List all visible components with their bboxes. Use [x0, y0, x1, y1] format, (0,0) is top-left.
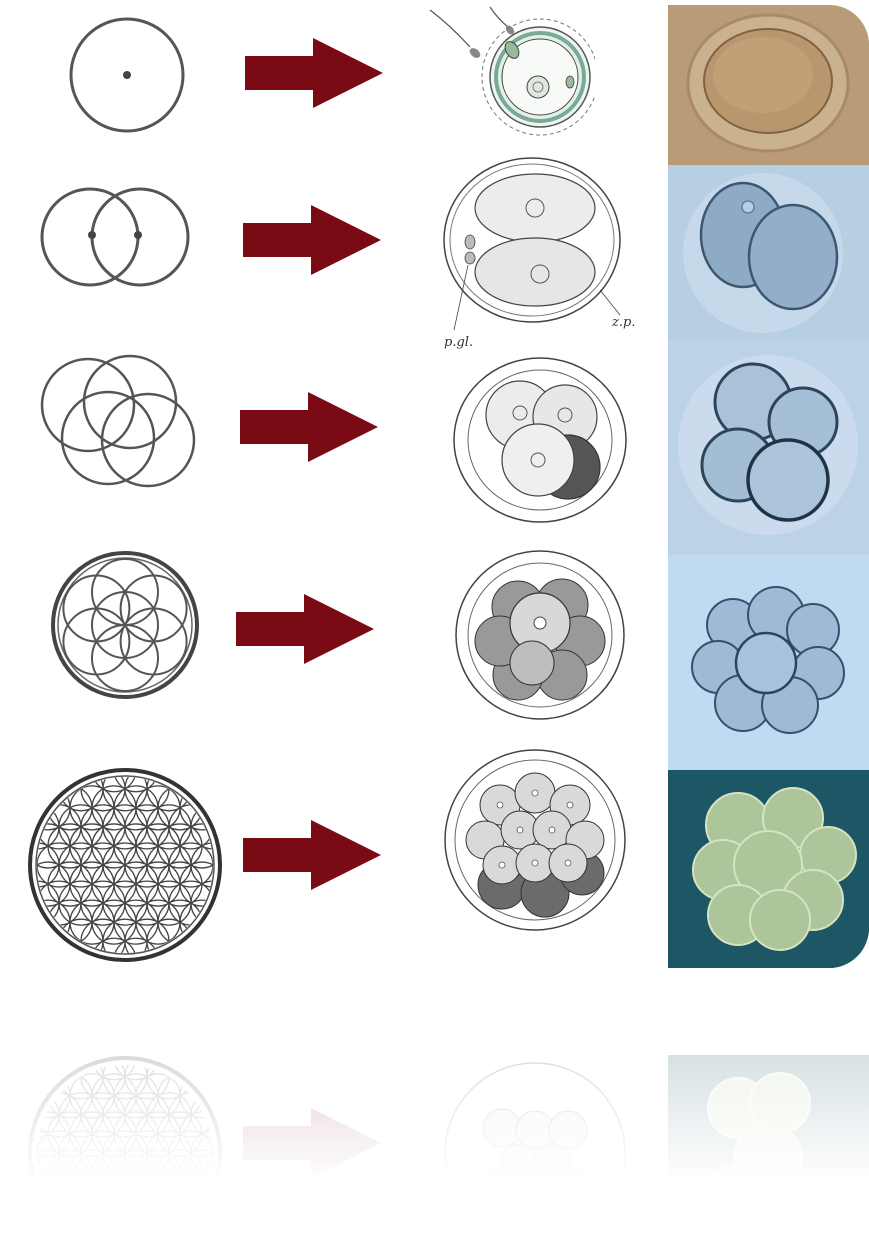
drawing-16-cell [440, 745, 630, 935]
arrow-3 [240, 392, 380, 462]
micrograph-oocyte [668, 5, 869, 165]
micrograph-morula [668, 770, 869, 968]
arrow-4 [236, 594, 376, 664]
geometry-2-circles [35, 180, 195, 295]
drawing-4-cell [450, 355, 630, 525]
drawing-fertilization [420, 5, 595, 140]
label-zona-pellucida: z.p. [611, 315, 635, 330]
drawing-2-cell: p.gl. z.p. [440, 150, 650, 350]
arrow-1 [245, 38, 385, 108]
drawing-8-cell [450, 545, 630, 725]
label-polar-body: p.gl. [444, 335, 473, 350]
arrow-5 [243, 820, 383, 890]
micrograph-2-cell [668, 165, 869, 340]
arrow-2 [243, 205, 383, 275]
micrograph-8-cell [668, 555, 869, 770]
micrograph-4-cell [668, 340, 869, 555]
geometry-flower-of-life [25, 765, 225, 965]
geometry-1-circle [60, 15, 195, 140]
geometry-seed-of-life [48, 545, 203, 705]
geometry-4-circles [30, 350, 205, 500]
reflection-fade [0, 970, 869, 1253]
